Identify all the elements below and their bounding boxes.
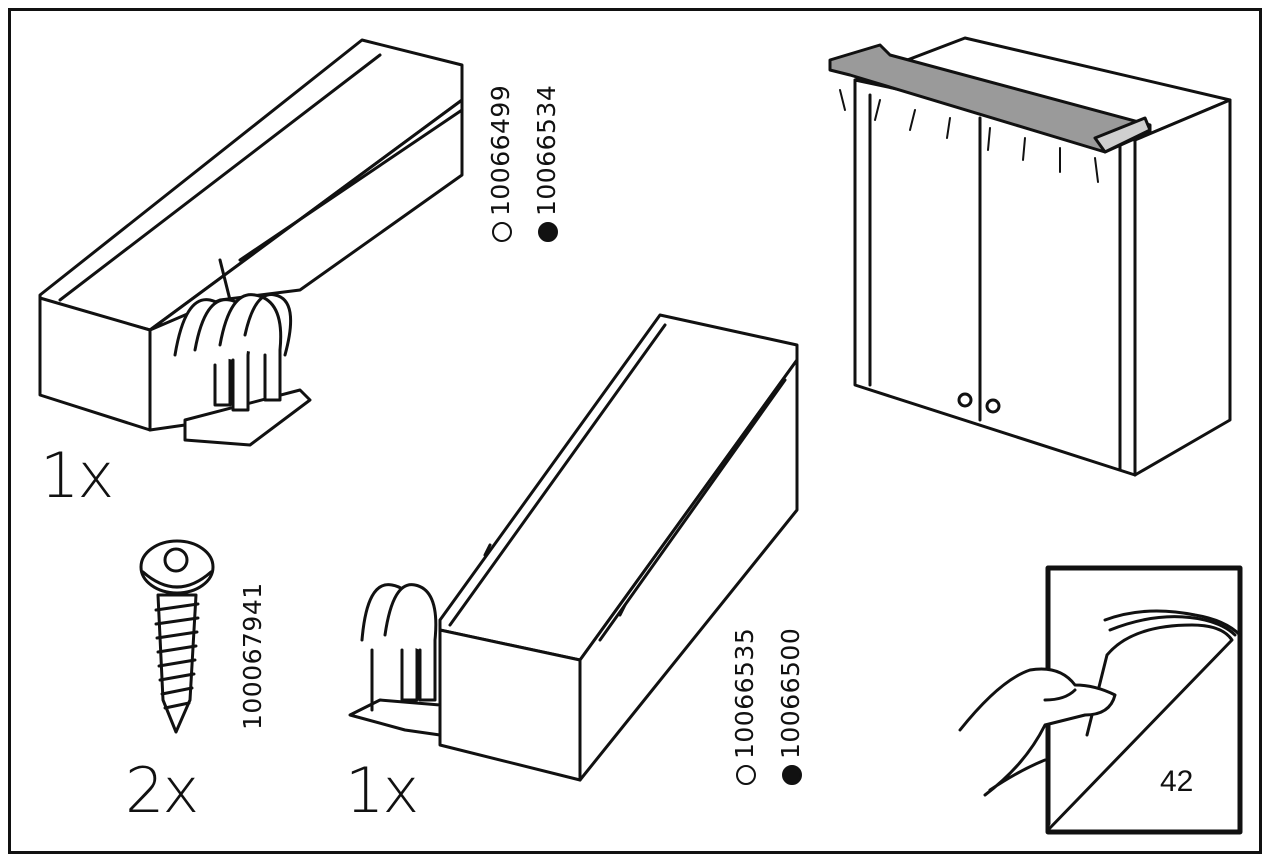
screw-quantity: 2x [125,754,199,827]
black-circle-icon [538,222,558,242]
article-number-left-black: 10066534 [532,85,561,242]
end-cap-left-quantity: 1x [40,439,114,512]
white-circle-icon [492,222,512,242]
article-number-right-black: 10066500 [776,628,805,785]
article-number-left-white: 10066499 [486,85,515,242]
instruction-frame [8,8,1262,854]
wall-cabinet-illustration [828,36,1232,477]
black-circle-icon [782,765,802,785]
end-cap-left-illustration [38,38,464,447]
end-cap-right-illustration [348,313,799,782]
article-number-right-white: 10066535 [730,628,759,785]
page-number: 42 [1160,765,1194,798]
article-number-screw: 100067941 [238,582,267,730]
end-cap-right-quantity: 1x [345,754,419,827]
page-turn-hand-icon [958,565,1243,835]
screw-icon [139,539,215,734]
white-circle-icon [736,765,756,785]
